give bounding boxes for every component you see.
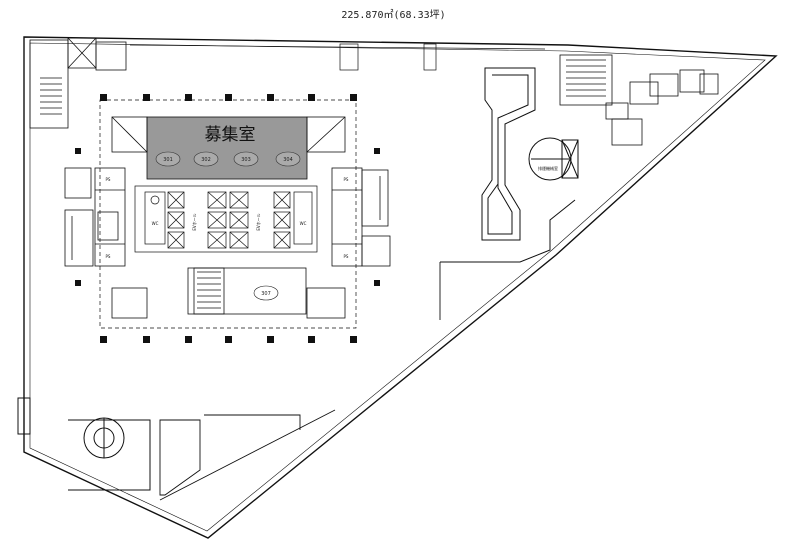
room-301: 301 <box>163 157 173 163</box>
right-zigzag-wall <box>440 67 576 263</box>
ps-right-top: PS <box>344 177 349 182</box>
wc-right-label: WC <box>300 221 307 226</box>
ev-hall-left-label: EVホール <box>192 213 197 230</box>
area-label: 225.870㎡(68.33坪) <box>341 10 446 21</box>
left-service-rooms <box>64 167 126 267</box>
smoke-exhaust-room <box>528 137 579 181</box>
columns <box>75 94 380 343</box>
center-core <box>134 185 318 253</box>
ps-left-bottom: PS <box>106 254 111 259</box>
room-304: 304 <box>283 157 293 163</box>
right-service-rooms <box>331 167 391 267</box>
core-corner-rooms <box>111 116 346 319</box>
wc-left-label: WC <box>152 221 159 226</box>
room-303: 303 <box>241 157 251 163</box>
stair-top-left <box>29 37 127 129</box>
spiral-stair <box>17 397 151 491</box>
stair-top-right <box>559 54 719 146</box>
room-307-block <box>187 267 307 315</box>
ev-hall-right-label: EVホール <box>256 213 261 230</box>
ps-left-top: PS <box>106 177 111 182</box>
top-wall-details <box>129 43 546 71</box>
room-307: 307 <box>261 291 271 297</box>
vacancy-label: 募集室 <box>204 125 256 145</box>
smoke-exhaust-label: 排煙機械室 <box>538 165 558 171</box>
outer-walls <box>23 36 778 539</box>
room-302: 302 <box>201 157 211 163</box>
bottom-walls <box>159 262 441 501</box>
ps-right-bottom: PS <box>344 254 349 259</box>
